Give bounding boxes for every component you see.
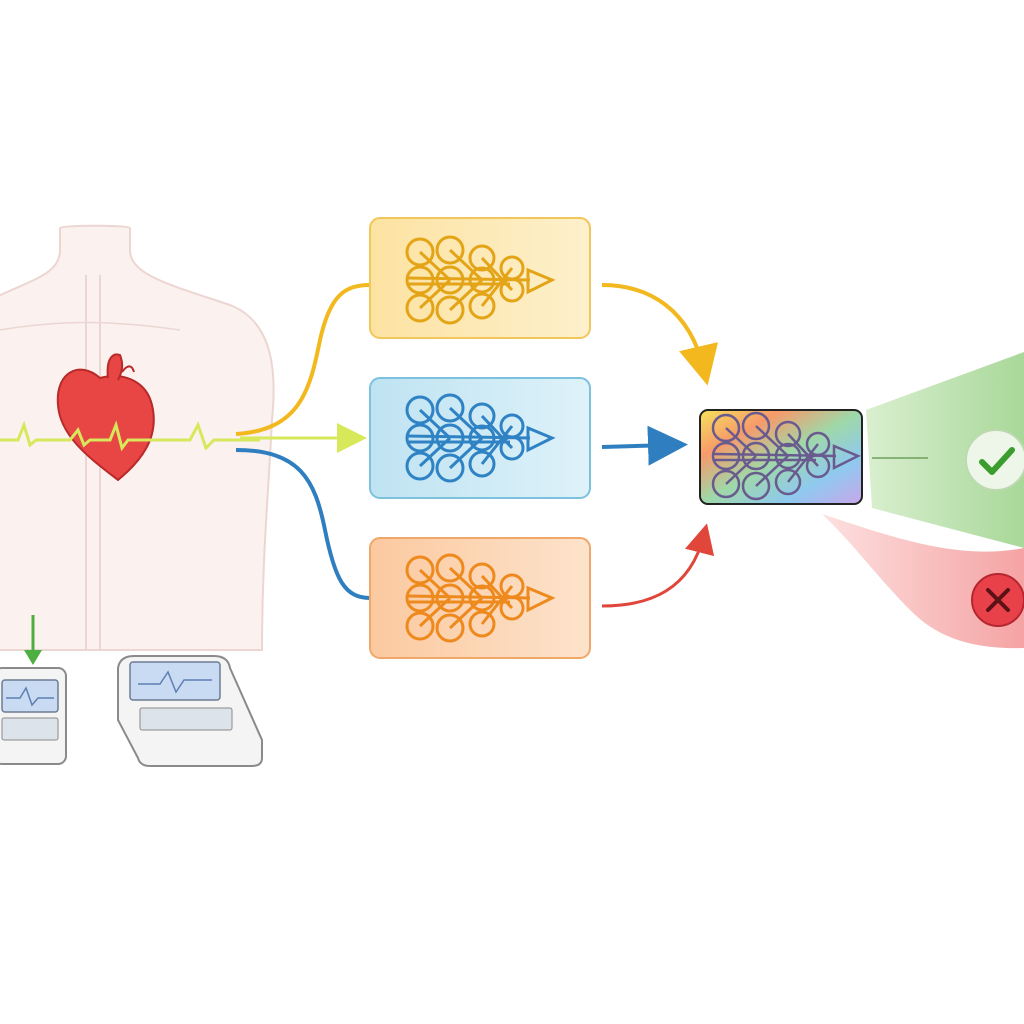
accept-beam [866, 352, 1024, 548]
down-arrow-head [24, 650, 42, 665]
heart-icon [56, 353, 155, 482]
model-box-yellow [369, 217, 591, 339]
cross-icon [971, 573, 1024, 627]
check-icon [965, 429, 1024, 491]
model-box-blue [369, 377, 591, 499]
ecg-monitor-icon [0, 667, 67, 765]
ecg-machine-icon [117, 655, 263, 767]
blue-input-path [235, 448, 371, 600]
reject-beam [822, 514, 1024, 649]
yellow-output-arrow [601, 283, 719, 386]
red-output-arrow [601, 523, 715, 608]
model-box-orange [369, 537, 591, 659]
ecg-waveform-icon [0, 420, 260, 452]
ensemble-box [699, 409, 863, 505]
yellow-input-path [235, 283, 371, 436]
blue-output-arrow [601, 425, 688, 466]
